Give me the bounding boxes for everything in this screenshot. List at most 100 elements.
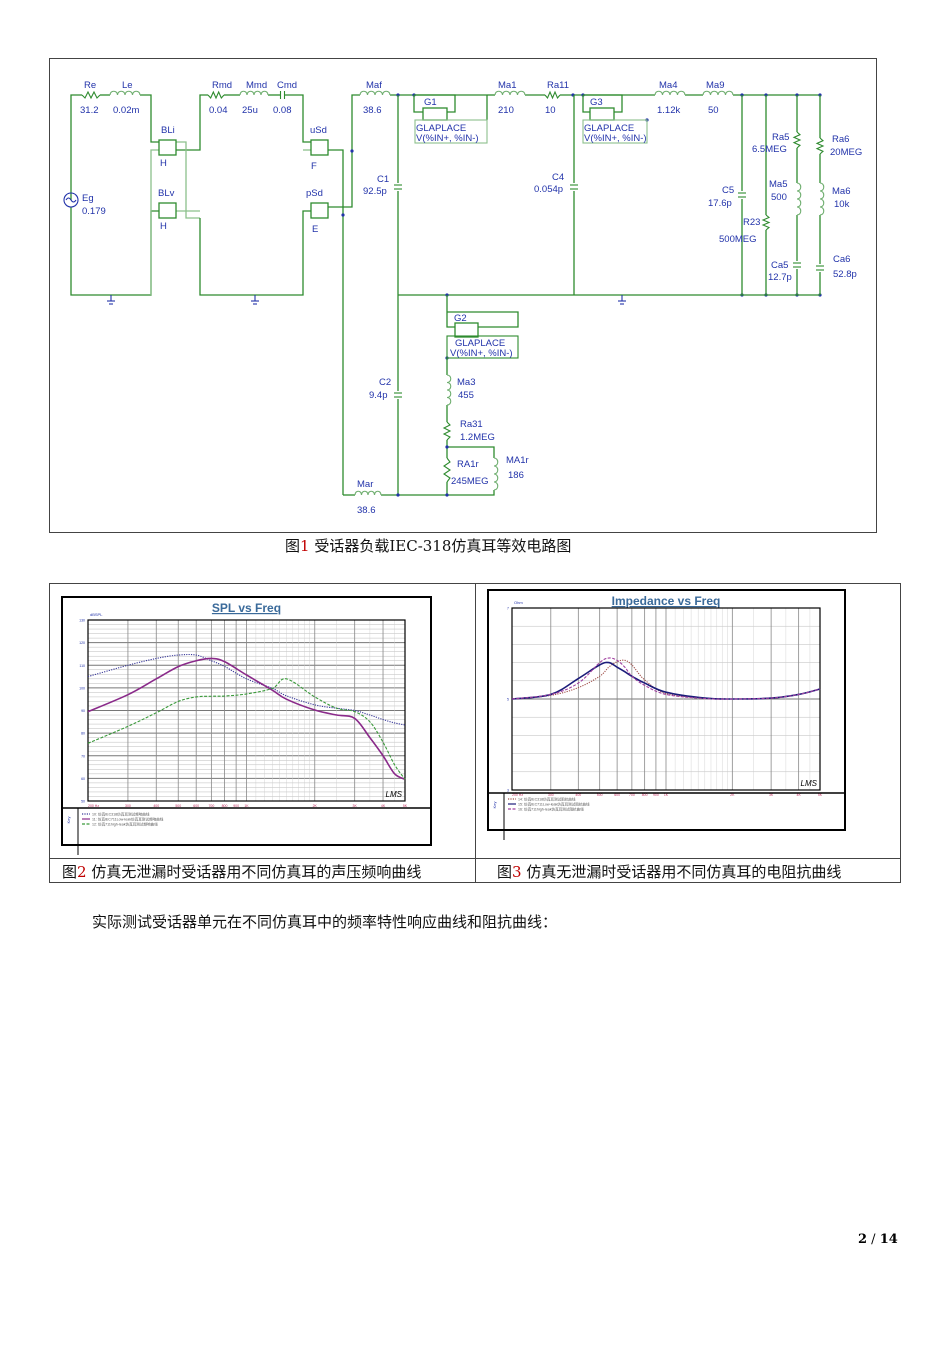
figure1-frame: [49, 58, 877, 533]
wire: [447, 311, 519, 328]
resistor-icon: [442, 421, 452, 441]
component-label-ca5: Ca5: [771, 260, 788, 271]
wire: [150, 149, 159, 295]
inductor-icon: [796, 182, 802, 216]
component-label-mmd: Mmd: [246, 80, 267, 91]
legend-key-tag: Key: [492, 802, 497, 809]
x-tick-label: 500: [597, 793, 603, 797]
resistor-icon: [544, 90, 561, 100]
component-label-r23: R23: [743, 217, 760, 228]
junction-dot: [341, 213, 345, 217]
x-tick-label: 5K: [403, 804, 408, 808]
gain-label-box: [414, 119, 488, 144]
component-label-re: Re: [84, 80, 96, 91]
figure1-caption: 图1 受话器负载IEC-318仿真耳等效电路图: [285, 537, 572, 555]
x-tick-label: 300: [548, 793, 554, 797]
component-label-ra6-val: 20MEG: [830, 147, 862, 158]
y-tick-label: 80: [81, 732, 85, 736]
component-label-ma1r-val: 186: [508, 470, 524, 481]
component-label-re-val: 31.2: [80, 105, 99, 116]
transducer-uSd: [310, 139, 329, 156]
component-label-ma6: Ma6: [832, 186, 850, 197]
junction-dot: [445, 445, 449, 449]
legend-entry: 10: 仿真IEC318仿真耳测试频响曲线: [92, 811, 150, 816]
transducer-pSd: [310, 202, 329, 219]
inductor-icon: [493, 457, 499, 491]
x-tick-label: 4K: [797, 793, 802, 797]
y-tick-label: 7: [507, 607, 509, 611]
component-label-cmd: Cmd: [277, 80, 297, 91]
component-label-usd-f: F: [311, 161, 317, 172]
component-label-c4-val: 0.054p: [534, 184, 563, 195]
x-tick-label: 800: [642, 793, 648, 797]
series-line-0: [87, 653, 406, 726]
y-tick-label: 3: [507, 789, 509, 793]
lms-watermark: LMS: [801, 779, 818, 788]
x-tick-label: 600: [193, 804, 199, 808]
component-label-usd: uSd: [310, 125, 327, 136]
wire: [285, 94, 311, 143]
component-label-maf: Maf: [366, 80, 382, 91]
component-label-c2-val: 9.4p: [369, 390, 388, 401]
x-tick-label: 700: [208, 804, 214, 808]
component-label-g2-l1: GLAPLACE: [455, 338, 505, 349]
resistor-icon: [815, 137, 825, 155]
wire: [140, 94, 159, 143]
table-divider-vertical: [475, 583, 476, 883]
component-label-g2-l2: V(%IN+, %IN-): [450, 348, 513, 359]
component-label-le-val: 0.02m: [113, 105, 139, 116]
legend-entry: 16: 仿真711high-leak仿真耳测试阻抗曲线: [518, 806, 584, 811]
component-label-ma4-val: 1.12k: [657, 105, 680, 116]
component-label-g2: G2: [454, 313, 467, 324]
x-tick-label: 2K: [730, 793, 735, 797]
component-label-g1-l2: V(%IN+, %IN-): [416, 133, 479, 144]
wire: [413, 95, 423, 113]
y-tick-label: 70: [81, 754, 85, 758]
wire: [381, 490, 495, 496]
transducer-BLi: [158, 139, 177, 156]
component-label-ma5: Ma5: [769, 179, 787, 190]
inductor-icon: [494, 90, 526, 96]
component-label-blv: BLv: [158, 188, 175, 199]
x-tick-label: 4K: [381, 804, 386, 808]
junction-dot: [396, 493, 400, 497]
wire: [414, 94, 456, 113]
inductor-icon: [819, 182, 825, 216]
y-tick-label: 120: [79, 641, 85, 645]
component-label-c1-val: 92.5p: [363, 186, 387, 197]
component-label-c5-val: 17.6p: [708, 198, 732, 209]
component-label-mar-val: 38.6: [357, 505, 376, 516]
x-tick-label: 200 Hz: [512, 793, 523, 797]
resistor-icon: [792, 131, 802, 149]
body-paragraph: 实际测试受话器单元在不同仿真耳中的频率特性响应曲线和阻抗曲线：: [92, 913, 558, 931]
component-label-ma1-val: 210: [498, 105, 514, 116]
figure3-caption: 图3 仿真无泄漏时受话器用不同仿真耳的电阻抗曲线: [497, 863, 842, 881]
x-tick-label: 600: [614, 793, 620, 797]
y-tick-label: 130: [79, 619, 85, 623]
component-label-eg: Eg: [82, 193, 94, 204]
component-label-r23-val: 500MEG: [719, 234, 757, 245]
component-label-ma9-val: 50: [708, 105, 719, 116]
component-label-ma9: Ma9: [706, 80, 724, 91]
x-tick-label: 900: [233, 804, 239, 808]
component-label-g3: G3: [590, 97, 603, 108]
wire: [446, 295, 455, 328]
voltage-source-icon: [63, 192, 79, 208]
wire: [328, 149, 344, 495]
component-label-g3-l2: V(%IN+, %IN-): [584, 133, 647, 144]
component-label-ma3-val: 455: [458, 390, 474, 401]
resistor-icon: [207, 90, 225, 100]
junction-dot: [350, 149, 354, 153]
gain-block-G2: [454, 322, 479, 338]
series-line-0: [511, 659, 821, 700]
y-tick-label: 50: [81, 800, 85, 804]
y-tick-label: 110: [79, 664, 85, 668]
resistor-icon: [81, 90, 101, 100]
figure2-caption: 图2 仿真无泄漏时受话器用不同仿真耳的声压频响曲线: [62, 863, 422, 881]
x-tick-label: 200 Hz: [88, 804, 99, 808]
legend-entry: 11: 仿真IEC711Low-leak仿真耳测试频响曲线: [92, 816, 164, 821]
component-label-le: Le: [122, 80, 133, 91]
component-label-psd: pSd: [306, 188, 323, 199]
